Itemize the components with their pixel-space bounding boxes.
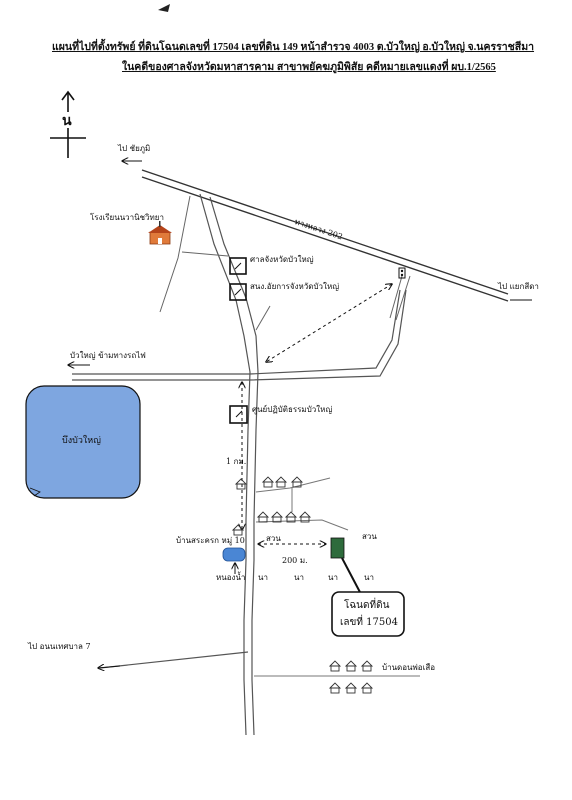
- label-1km: 1 กม.: [226, 457, 247, 466]
- house-icon: [344, 682, 358, 694]
- village-houses: [231, 476, 374, 694]
- label-village-don: บ้านดอนพ่อเสือ: [382, 663, 436, 672]
- deed-label-line1: โฉนดที่ดิน: [344, 600, 390, 611]
- house-icon: [298, 511, 312, 523]
- label-village-10: บ้านสระครก หมู่ 10: [176, 536, 245, 545]
- railway-road: [72, 289, 407, 381]
- north-arrow-icon: [50, 90, 86, 158]
- deed-callout-box: [331, 591, 405, 637]
- label-prosecutor: สนง.อัยการจังหวัดบัวใหญ่: [250, 282, 340, 291]
- map-title-line1: แผนที่ไปที่ตั้งทรัพย์ ที่ดินโฉนดเลขที่ 1…: [52, 42, 535, 53]
- house-icon: [328, 682, 342, 694]
- distance-dashed-arrow: [266, 284, 392, 362]
- house-icon: [261, 476, 275, 488]
- map-title-line2: ในคดีของศาลจังหวัดมหาสารคาม สาขาพยัคฆภูม…: [122, 62, 496, 73]
- house-icon: [290, 476, 304, 488]
- label-field-4: นา: [364, 573, 374, 582]
- house-icon: [234, 478, 248, 490]
- house-icon: [360, 682, 374, 694]
- label-200m: 200 ม.: [282, 556, 308, 565]
- label-garden-1: สวน: [266, 534, 281, 543]
- land-plot-17504: [330, 537, 345, 559]
- village-road: [255, 519, 349, 531]
- house-icon: [344, 660, 358, 672]
- scan-artifact: [158, 4, 170, 12]
- house-icon: [270, 511, 284, 523]
- label-field-2: นา: [294, 573, 304, 582]
- main-road: [199, 193, 259, 736]
- prosecutor-marker: [229, 283, 247, 301]
- label-pond: บึงบัวใหญ่: [62, 436, 101, 446]
- side-road: [255, 305, 271, 331]
- scan-artifact: [29, 487, 41, 497]
- traffic-light-icon: [398, 267, 406, 279]
- label-to-nonthaburi: ไป อนนเทศบาล 7: [28, 642, 91, 651]
- deed-label-line2: เลขที่ 17504: [340, 617, 398, 628]
- house-icon: [231, 524, 245, 536]
- house-icon: [328, 660, 342, 672]
- label-water-pond: หนองน้ำ: [216, 573, 246, 582]
- house-icon: [256, 511, 270, 523]
- house-icon: [360, 660, 374, 672]
- label-field-3: นา: [328, 573, 338, 582]
- water-pond: [222, 547, 246, 562]
- label-garden-2: สวน: [362, 532, 377, 541]
- label-to-intersection: ไป แยกสีดา: [498, 282, 539, 291]
- side-road: [181, 251, 229, 257]
- side-road: [395, 275, 411, 321]
- north-label: น: [62, 113, 72, 129]
- house-icon: [284, 511, 298, 523]
- arrow-to-nonthaburi: [98, 666, 121, 668]
- court-marker: [229, 257, 247, 275]
- label-field-1: นา: [258, 573, 268, 582]
- side-road: [159, 195, 191, 313]
- lake-bueng-bua-yai: [25, 385, 141, 499]
- school-icon: [148, 221, 172, 245]
- label-court: ศาลจังหวัดบัวใหญ่: [250, 255, 314, 264]
- highway-202: [141, 169, 509, 302]
- village-road: [255, 477, 331, 493]
- dharma-center-marker: [229, 405, 248, 424]
- label-railway: บัวใหญ่ ข้ามทางรถไฟ: [70, 351, 146, 360]
- label-dharma-center: ศูนย์ปฏิบัติธรรมบัวใหญ่: [252, 405, 333, 414]
- label-school: โรงเรียนนวานิชวิทยา: [90, 213, 164, 222]
- house-icon: [274, 476, 288, 488]
- west-road: [99, 651, 249, 669]
- label-to-chaiyaphum: ไป ชัยภูมิ: [118, 144, 151, 153]
- deed-pointer: [341, 557, 363, 597]
